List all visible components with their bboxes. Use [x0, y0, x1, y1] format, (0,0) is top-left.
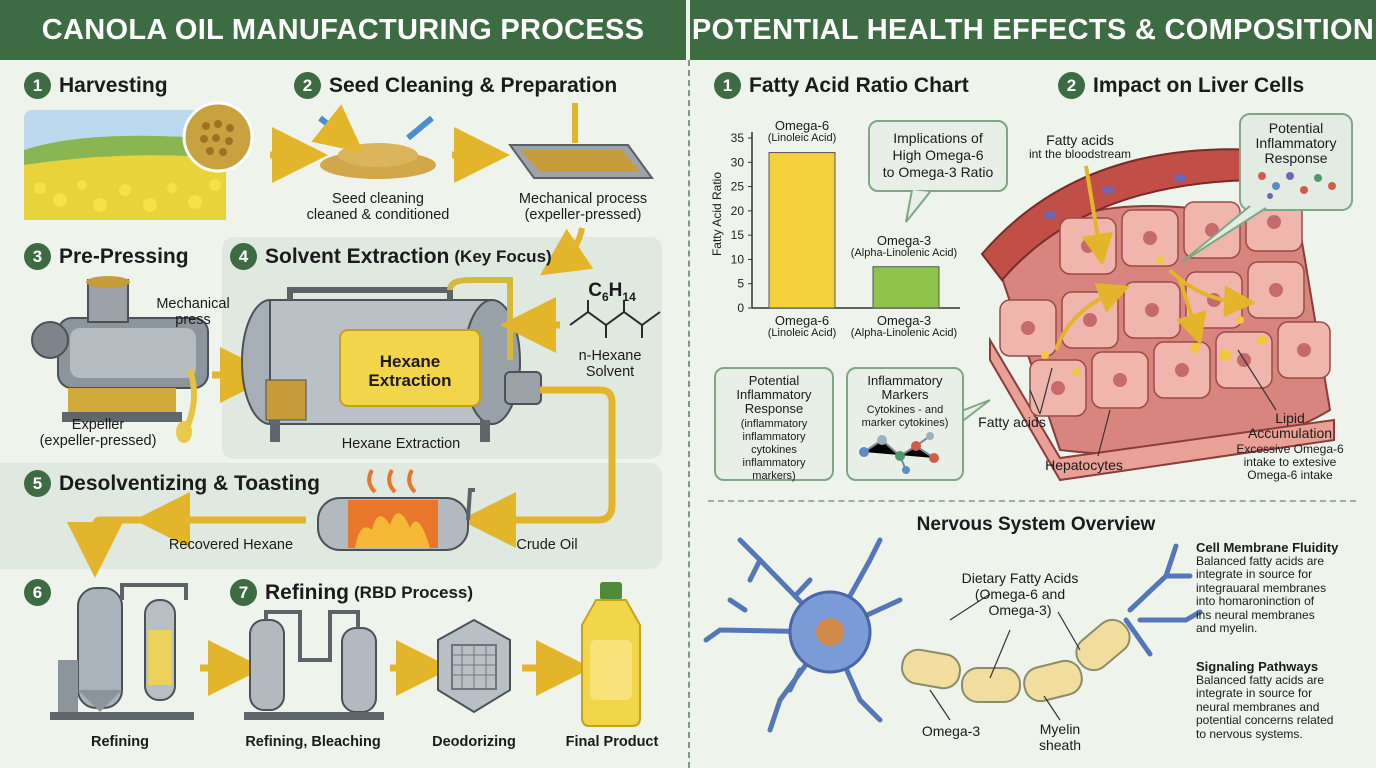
- deodorizing-caption: Deodorizing: [432, 734, 516, 750]
- x-label-omega3: Omega-3(Alpha-Linolenic Acid): [850, 313, 958, 339]
- seed-pile: [311, 104, 436, 179]
- health-sec2-badge: 2: [1058, 72, 1085, 99]
- liver-label-hepatocytes: Hepatocytes: [1045, 457, 1123, 473]
- right-title: POTENTIAL HEALTH EFFECTS & COMPOSITION: [691, 13, 1375, 46]
- omega3-nerve-label: Omega-3: [921, 723, 981, 739]
- step1-label: Harvesting: [59, 73, 168, 97]
- nervous-title: Nervous System Overview: [916, 514, 1156, 535]
- left-title: CANOLA OIL MANUFACTURING PROCESS: [41, 13, 645, 46]
- step7-title: 7 Refining(RBD Process): [230, 579, 473, 606]
- bar-omega6: [768, 152, 836, 309]
- step4-badge: 4: [230, 243, 257, 270]
- y-tick-label: 5: [737, 277, 744, 291]
- y-tick-label: 25: [731, 180, 745, 194]
- hexane-formula: C6H14: [588, 280, 636, 304]
- inflammatory-response-tag: [1181, 113, 1353, 263]
- refining-towers: [50, 583, 194, 720]
- step5-label: Desolventizing & Toasting: [59, 471, 320, 495]
- step2-label: Seed Cleaning & Preparation: [329, 73, 618, 97]
- recovered-hexane-label: Recovered Hexane: [168, 537, 294, 553]
- hexane-tank: [241, 277, 542, 442]
- left-title-bar: CANOLA OIL MANUFACTURING PROCESS: [0, 0, 686, 60]
- step5-badge: 5: [24, 470, 51, 497]
- step6-badge: 6: [24, 579, 51, 606]
- health-sec2-title: 2 Impact on Liver Cells: [1058, 72, 1304, 99]
- signaling-pathways-text: Signaling Pathways Balanced fatty acids …: [1196, 659, 1334, 741]
- bleaching-towers: [244, 610, 384, 720]
- y-tick-label: 20: [731, 204, 745, 218]
- refining-bleaching-caption: Refining, Bleaching: [245, 734, 381, 750]
- bar-omega3-top-label: Omega-3(Alpha-Linolenic Acid): [850, 233, 958, 259]
- step7-badge: 7: [230, 579, 257, 606]
- step4-sub: (Key Focus): [454, 246, 552, 266]
- step1-title: 1 Harvesting: [24, 72, 168, 99]
- health-sec1-badge: 1: [714, 72, 741, 99]
- cell-membrane-text: Cell Membrane Fluidity Balanced fatty ac…: [1196, 540, 1339, 635]
- mechanical-tray: [508, 103, 654, 179]
- health-sec1-label: Fatty Acid Ratio Chart: [749, 73, 969, 97]
- step6-title: 6: [24, 579, 59, 606]
- y-tick-label: 10: [731, 252, 745, 266]
- desolventizer: [317, 468, 475, 551]
- step2-badge: 2: [294, 72, 321, 99]
- step4-label: Solvent Extraction: [265, 244, 450, 268]
- step2-title: 2 Seed Cleaning & Preparation: [294, 72, 617, 99]
- right-section-divider: [708, 500, 1356, 502]
- step5-title: 5 Desolventizing & Toasting: [24, 470, 320, 497]
- oil-bottle: [581, 582, 641, 727]
- arrow-mech-down: [540, 227, 594, 276]
- step3-title: 3 Pre-Pressing: [24, 243, 189, 270]
- step3-badge: 3: [24, 243, 51, 270]
- liver-label-fatty-left: Fatty acids: [978, 414, 1046, 430]
- step7-sub: (RBD Process): [354, 582, 474, 602]
- deodorizer: [437, 618, 511, 714]
- health-sec2-label: Impact on Liver Cells: [1093, 73, 1305, 97]
- expeller-machine: [31, 276, 209, 443]
- y-tick-label: 30: [731, 155, 745, 169]
- hexane-molecule: [569, 300, 661, 338]
- y-tick-label: 0: [737, 301, 744, 315]
- right-title-bar: POTENTIAL HEALTH EFFECTS & COMPOSITION: [690, 0, 1376, 60]
- expeller-caption: Expeller(expeller-pressed): [39, 417, 157, 449]
- hexane-extraction-caption: Hexane Extraction: [341, 436, 461, 452]
- mechanical-process-caption: Mechanical process(expeller-pressed): [518, 191, 648, 223]
- panel-divider: [688, 60, 690, 768]
- canola-field-image: [24, 110, 226, 220]
- step4-title: 4 Solvent Extraction(Key Focus): [230, 243, 552, 270]
- step3-label: Pre-Pressing: [59, 244, 189, 268]
- crude-oil-pipe: [460, 386, 616, 548]
- y-tick-label: 35: [731, 131, 745, 145]
- final-product-caption: Final Product: [565, 734, 659, 750]
- y-tick-label: 15: [731, 228, 745, 242]
- crude-oil-label: Crude Oil: [516, 537, 578, 553]
- arrow-to-6: [67, 516, 150, 578]
- bar-omega3: [872, 266, 940, 309]
- step1-badge: 1: [24, 72, 51, 99]
- step7-label: Refining: [265, 580, 349, 604]
- refining-caption: Refining: [91, 734, 149, 750]
- x-label-omega6: Omega-6(Linoleic Acid): [767, 313, 837, 339]
- bar-omega6-top-label: Omega-6(Linoleic Acid): [767, 118, 837, 144]
- health-sec1-title: 1 Fatty Acid Ratio Chart: [714, 72, 969, 99]
